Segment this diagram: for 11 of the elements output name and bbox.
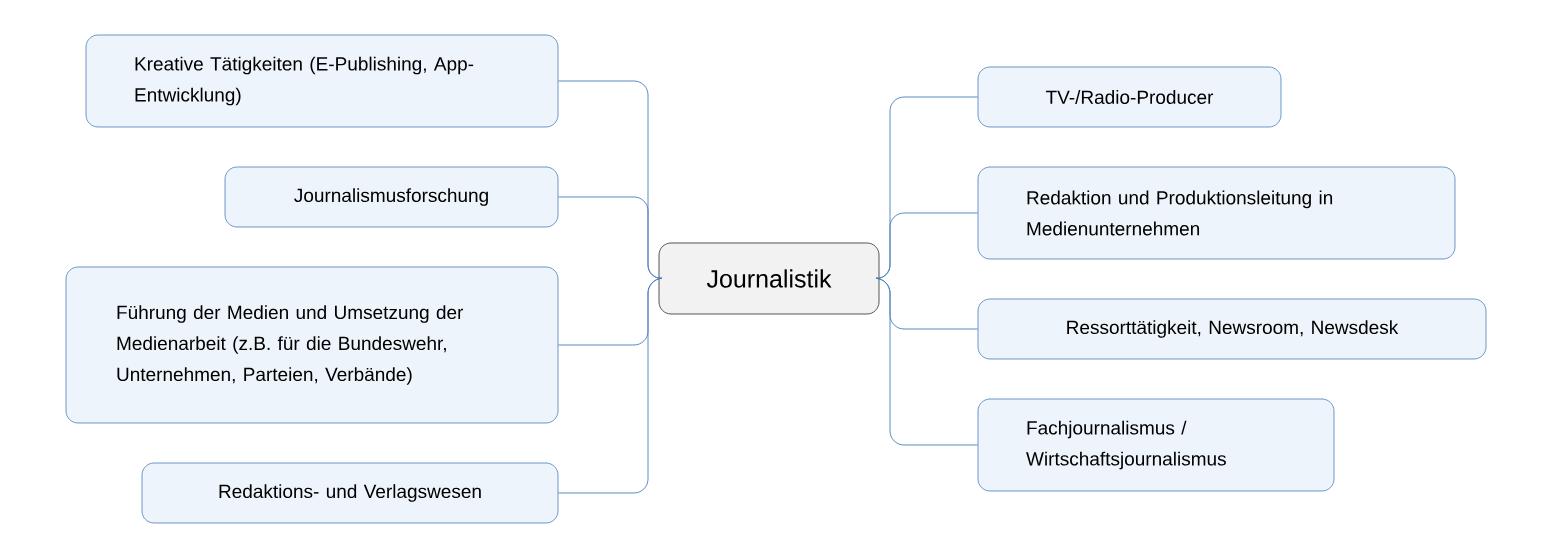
topic-box: Ressorttätigkeit, Newsroom, Newsdesk: [977, 298, 1487, 360]
topic-box: Führung der Medien und Umsetzung der Medienarbeit (z.B. für die Bundeswehr, Unternehmen, Parteien, Verbände): [65, 266, 559, 424]
topic-box: Fachjournalismus / Wirtschaftsjournalismus: [977, 398, 1335, 492]
topic-box: TV-/Radio-Producer: [977, 66, 1282, 128]
topic-box: Journalismusforschung: [224, 166, 559, 228]
root-topic-box: Journalistik: [658, 242, 880, 315]
topic-box: Redaktion und Produktionsleitung in Medienunternehmen: [977, 166, 1456, 260]
topic-box: Kreative Tätigkeiten (E-Publishing, App-Entwicklung): [85, 34, 559, 128]
connector: [557, 277, 663, 494]
connector: [875, 277, 979, 446]
topic-box: Redaktions- und Verlagswesen: [141, 462, 559, 524]
